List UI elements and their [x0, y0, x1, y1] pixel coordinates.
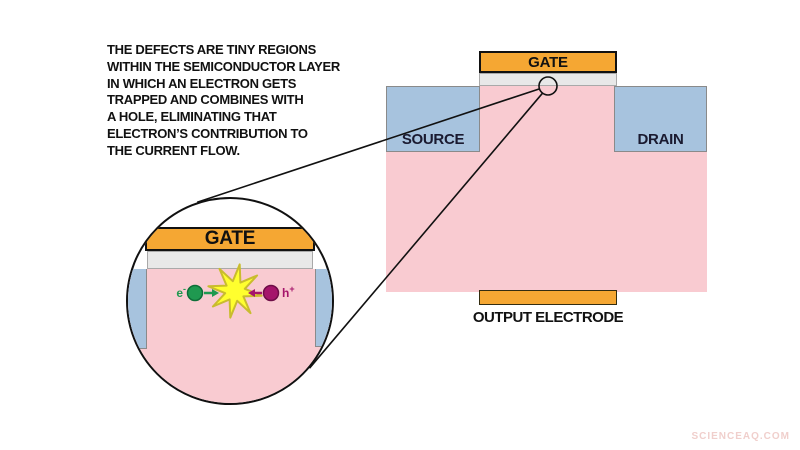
output-electrode: [479, 290, 617, 305]
magnified-gate: GATE: [145, 227, 315, 251]
magnifier-circle: GATE e- h+: [126, 197, 334, 405]
electron-label: e-: [176, 284, 186, 300]
drain-label: DRAIN: [637, 131, 684, 148]
gate-label: GATE: [528, 53, 568, 71]
defect-graphics: [186, 263, 280, 319]
caption-line: IN WHICH AN ELECTRON GETS: [107, 75, 297, 91]
drain-region: DRAIN: [614, 86, 707, 152]
caption-line: A HOLE, ELIMINATING THAT: [107, 109, 277, 125]
source-region: SOURCE: [386, 86, 480, 152]
hole-arrowhead-icon: [248, 289, 255, 297]
gate-dielectric-layer: [479, 73, 617, 86]
gate-electrode: GATE: [479, 51, 617, 73]
caption-line: THE DEFECTS ARE TINY REGIONS: [107, 42, 317, 57]
caption-line: ELECTRON’S CONTRIBUTION TO: [107, 125, 308, 141]
hole-dot-icon: [262, 284, 280, 302]
caption-line: THE CURRENT FLOW.: [107, 142, 240, 158]
watermark-text: SCIENCEAQ.COM: [691, 431, 790, 442]
recombination-burst-icon: [207, 263, 263, 319]
hole-label: h+: [282, 284, 295, 300]
caption-line: WITHIN THE SEMICONDUCTOR LAYER: [107, 58, 340, 74]
caption-block: THE DEFECTS ARE TINY REGIONS WITHIN THE …: [107, 42, 347, 160]
output-electrode-label: OUTPUT ELECTRODE: [472, 309, 624, 326]
magnified-source-edge: [128, 269, 147, 349]
caption-line: TRAPPED AND COMBINES WITH: [107, 92, 304, 108]
magnified-gate-label: GATE: [204, 228, 256, 249]
source-label: SOURCE: [401, 131, 465, 148]
electron-dot-icon: [186, 284, 204, 302]
electron-arrowhead-icon: [212, 289, 219, 297]
